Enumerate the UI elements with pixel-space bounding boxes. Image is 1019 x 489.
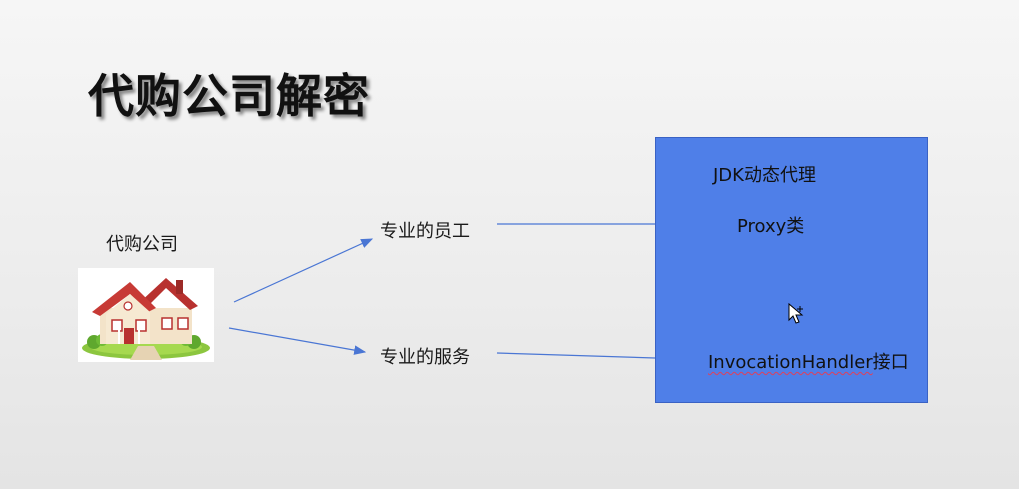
proxy-class-label: Proxy类 <box>737 216 805 237</box>
arrow-to-service <box>228 327 367 355</box>
line-service-to-proxy <box>496 352 656 359</box>
house-icon <box>82 278 210 360</box>
jdk-proxy-label: JDK动态代理 <box>713 165 816 186</box>
company-label: 代购公司 <box>106 234 178 255</box>
invocation-handler-label: InvocationHandler接口 <box>708 348 909 374</box>
arrow-to-staff <box>233 238 374 303</box>
slide-title: 代购公司解密 <box>88 69 370 123</box>
house-image <box>78 268 214 362</box>
interface-suffix: 接口 <box>872 352 909 373</box>
staff-label: 专业的员工 <box>380 221 470 242</box>
invocation-handler-word: InvocationHandler <box>708 352 873 373</box>
move-cursor-icon <box>788 302 804 324</box>
proxy-box: JDK动态代理 Proxy类 InvocationHandler接口 <box>655 137 928 403</box>
service-label: 专业的服务 <box>380 347 470 368</box>
